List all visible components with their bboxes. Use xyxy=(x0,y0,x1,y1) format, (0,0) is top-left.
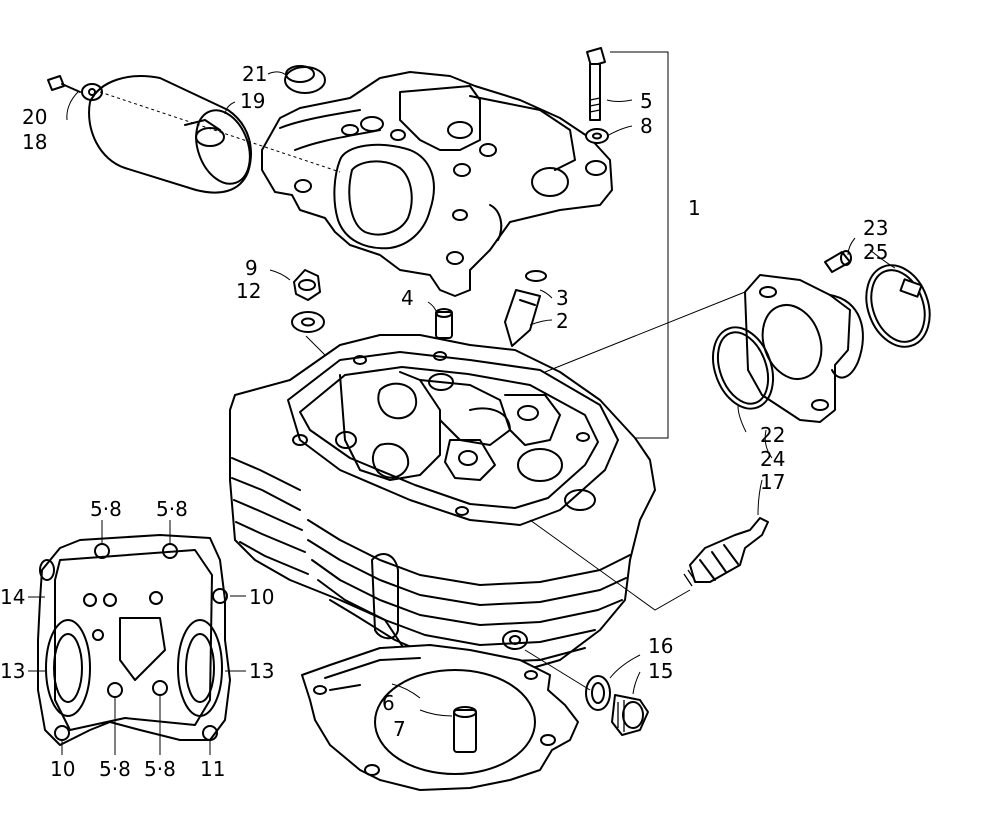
part-8-washer xyxy=(585,128,609,144)
callout-5: 5 xyxy=(640,89,653,113)
assembly-bracket xyxy=(610,51,669,439)
callout-13-left: 13 xyxy=(0,659,25,683)
head-bottom-view xyxy=(28,520,246,755)
part-9-nut xyxy=(293,269,321,301)
callout-15: 15 xyxy=(648,659,673,683)
callout-19: 19 xyxy=(240,89,265,113)
part-2-valve-guide xyxy=(504,289,541,347)
callout-4: 4 xyxy=(401,286,414,310)
callout-5-8-bottom-right: 5·8 xyxy=(144,757,176,781)
callout-12: 12 xyxy=(236,279,261,303)
callout-23: 23 xyxy=(863,216,888,240)
part-17-spark-plug xyxy=(683,517,769,587)
part-12-washer xyxy=(291,311,325,333)
callout-13-right: 13 xyxy=(249,659,274,683)
leader-lines xyxy=(66,71,896,717)
callout-10-right: 10 xyxy=(249,585,274,609)
callout-22: 22 xyxy=(760,423,785,447)
callout-10-bottom: 10 xyxy=(50,757,75,781)
part-20-screw xyxy=(47,75,81,93)
part-16-washer xyxy=(585,675,611,711)
part-4-dowel xyxy=(435,308,453,339)
callout-9: 9 xyxy=(245,256,258,280)
part-22-o-ring xyxy=(712,326,774,410)
callout-3: 3 xyxy=(556,286,569,310)
callout-18: 18 xyxy=(22,130,47,154)
callout-6: 6 xyxy=(382,691,395,715)
callout-2: 2 xyxy=(556,309,569,333)
part-3-clip xyxy=(525,270,547,282)
callout-11: 11 xyxy=(200,757,225,781)
callout-7: 7 xyxy=(393,717,406,741)
callout-16: 16 xyxy=(648,634,673,658)
callout-5-8-bottom-left: 5·8 xyxy=(99,757,131,781)
part-25-hose-clamp xyxy=(865,264,931,348)
cylinder-head xyxy=(229,334,656,673)
callout-5-8-top-left: 5·8 xyxy=(90,497,122,521)
part-18-19-breather-canister xyxy=(81,75,252,194)
part-15-plug xyxy=(611,694,649,736)
callout-8: 8 xyxy=(640,114,653,138)
part-24-intake-boot xyxy=(744,274,864,423)
callout-14: 14 xyxy=(0,585,25,609)
callout-1: 1 xyxy=(688,196,701,220)
part-23-screw xyxy=(824,250,852,273)
callout-21: 21 xyxy=(242,62,267,86)
part-6-head-gasket xyxy=(301,644,579,791)
part-21-plug xyxy=(284,65,326,94)
callout-17: 17 xyxy=(760,470,785,494)
callout-25: 25 xyxy=(863,240,888,264)
part-5-bolt xyxy=(586,47,606,121)
valve-cover xyxy=(261,71,613,297)
callout-20: 20 xyxy=(22,105,47,129)
callout-24: 24 xyxy=(760,447,785,471)
callout-labels: 1 2 3 4 5 8 9 12 6 7 15 16 17 22 24 23 2… xyxy=(0,62,888,781)
callout-5-8-top-right: 5·8 xyxy=(156,497,188,521)
part-7-dowel xyxy=(453,706,477,753)
